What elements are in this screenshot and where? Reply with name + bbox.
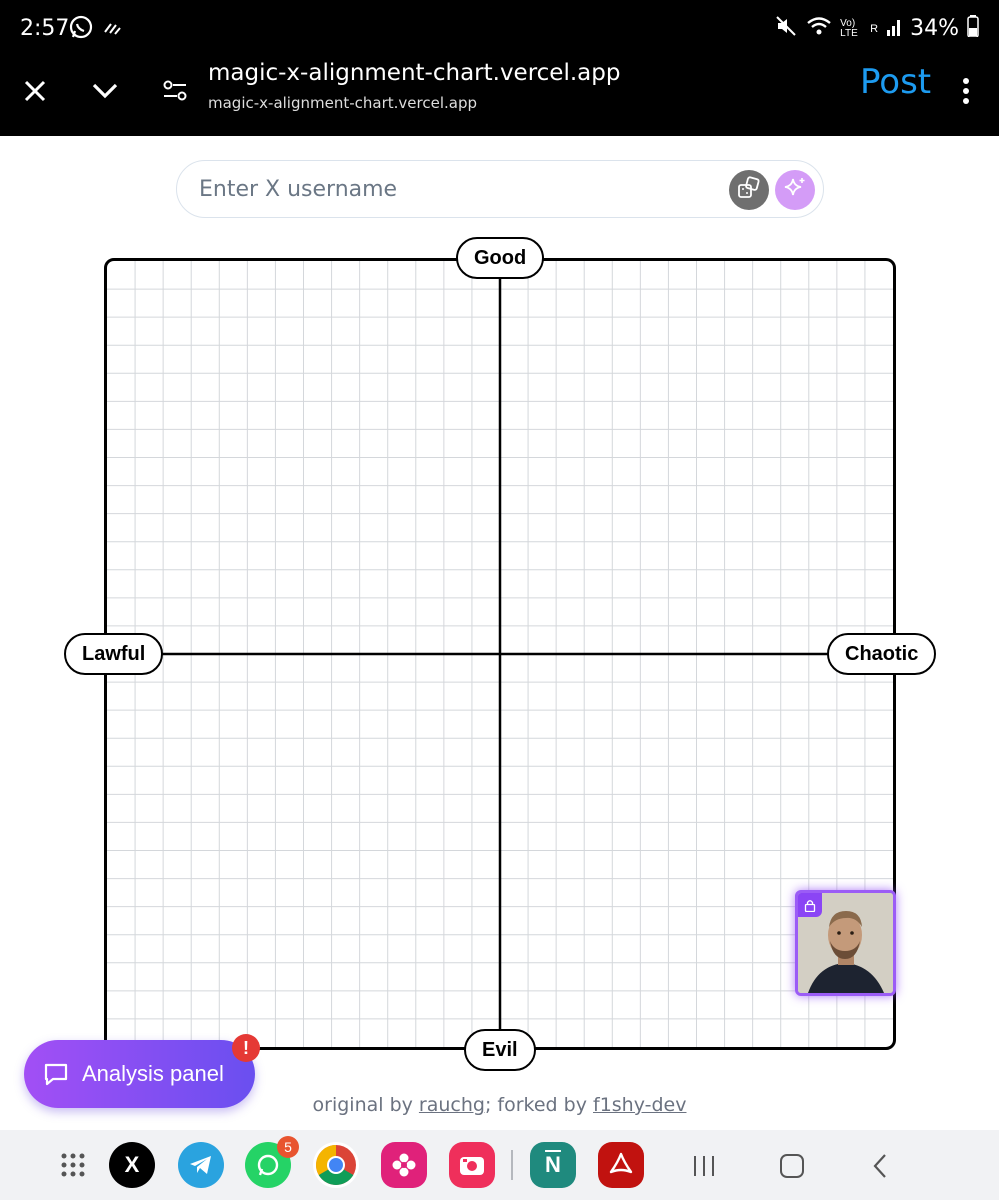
x-app-letter: X <box>124 1152 140 1177</box>
android-taskbar: X N <box>0 1130 999 1200</box>
chrome-icon[interactable] <box>313 1142 359 1188</box>
credits-prefix: original by <box>312 1094 419 1116</box>
f1shy-dev-link[interactable]: f1shy-dev <box>593 1094 687 1116</box>
sparkle-icon <box>783 176 807 205</box>
status-left-icons <box>68 14 122 45</box>
status-time: 2:57 <box>20 16 70 41</box>
url-title[interactable]: magic-x-alignment-chart.vercel.app <box>208 60 621 86</box>
post-button[interactable]: Post <box>860 62 932 102</box>
battery-percent: 34% <box>910 16 959 41</box>
browser-toolbar: magic-x-alignment-chart.vercel.app magic… <box>0 56 999 136</box>
whatsapp-badge: 5 <box>277 1136 299 1158</box>
alignment-chart[interactable] <box>104 258 896 1050</box>
chevron-down-icon[interactable] <box>80 66 130 116</box>
axis-label-good: Good <box>456 237 545 279</box>
site-settings-icon[interactable] <box>150 66 200 116</box>
placed-avatar[interactable] <box>795 890 896 996</box>
volte-icon: Vo) LTE <box>840 17 858 39</box>
status-bar: 2:57 Vo) LTE R 34% <box>0 0 999 56</box>
chart-grid <box>107 261 893 1047</box>
status-right-icons: Vo) LTE R 34% <box>774 14 979 43</box>
dice-icon <box>737 175 761 205</box>
wifi-icon <box>806 15 832 42</box>
battery-icon <box>967 15 979 42</box>
whatsapp-icon <box>68 14 94 45</box>
flower-app-icon[interactable] <box>381 1142 427 1188</box>
rauchg-link[interactable]: rauchg <box>418 1094 485 1116</box>
roaming-label: R <box>870 22 879 35</box>
notion-letter: N <box>545 1152 561 1177</box>
signal-icon <box>886 16 902 41</box>
more-options-icon[interactable] <box>941 66 991 116</box>
credits-footer: original by rauchg; forked by f1shy-dev <box>0 1094 999 1116</box>
close-icon[interactable] <box>10 66 60 116</box>
acrobat-icon[interactable] <box>598 1142 644 1188</box>
url-subtitle: magic-x-alignment-chart.vercel.app <box>208 94 477 112</box>
magic-sparkle-button[interactable] <box>775 170 815 210</box>
x-app-icon[interactable]: X <box>109 1142 155 1188</box>
axis-label-chaotic: Chaotic <box>827 633 937 675</box>
notion-icon[interactable]: N <box>530 1142 576 1188</box>
avatar-photo <box>798 893 893 993</box>
search-box <box>176 160 824 218</box>
recents-icon[interactable] <box>684 1146 724 1186</box>
screen-recorder-icon[interactable] <box>449 1142 495 1188</box>
back-icon[interactable] <box>860 1146 900 1186</box>
data-saver-icon <box>102 17 122 42</box>
username-input[interactable] <box>199 173 719 205</box>
taskbar-divider <box>511 1150 513 1180</box>
analysis-panel-button[interactable]: Analysis panel <box>24 1040 255 1108</box>
lock-icon[interactable] <box>798 893 822 917</box>
axis-label-lawful: Lawful <box>64 633 164 675</box>
alert-badge: ! <box>232 1034 260 1062</box>
apps-grid-icon[interactable] <box>50 1142 96 1188</box>
telegram-icon[interactable] <box>178 1142 224 1188</box>
axis-label-evil: Evil <box>464 1029 536 1071</box>
chat-bubble-icon <box>42 1060 70 1088</box>
mute-icon <box>774 14 798 43</box>
home-icon[interactable] <box>772 1146 812 1186</box>
random-button[interactable] <box>729 170 769 210</box>
credits-middle: ; forked by <box>484 1094 593 1116</box>
analysis-panel-label: Analysis panel <box>82 1061 224 1086</box>
